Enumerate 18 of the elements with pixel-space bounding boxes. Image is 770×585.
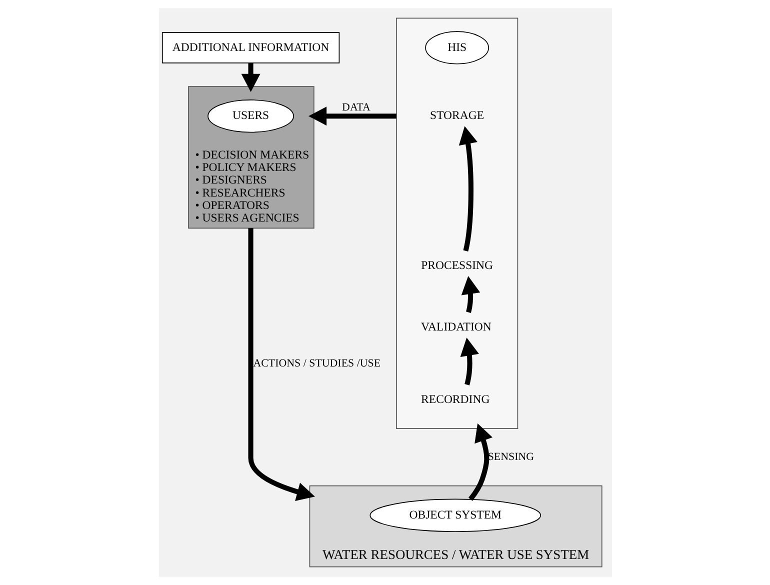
arrow: [460, 338, 478, 386]
arrow: [468, 423, 492, 501]
arrow: [458, 126, 477, 252]
node-ellipse: OBJECT SYSTEM: [369, 498, 541, 532]
arrow: [248, 228, 314, 502]
arrow: [240, 63, 260, 92]
node-ellipse: HIS: [424, 31, 489, 64]
cluster: [396, 18, 518, 429]
node-text: RECORDING: [420, 393, 490, 406]
arrow: [308, 106, 396, 126]
node-ellipse: USERS: [207, 100, 294, 133]
node-text: PROCESSING: [420, 259, 493, 272]
edge-label: DATA: [342, 102, 370, 114]
node-text: STORAGE: [430, 109, 484, 122]
arrow: [460, 276, 480, 313]
node-text: VALIDATION: [420, 320, 491, 334]
edge-label: ACTIONS / STUDIES /USE: [252, 358, 380, 370]
node-box: ADDITIONAL INFORMATION: [161, 32, 340, 64]
